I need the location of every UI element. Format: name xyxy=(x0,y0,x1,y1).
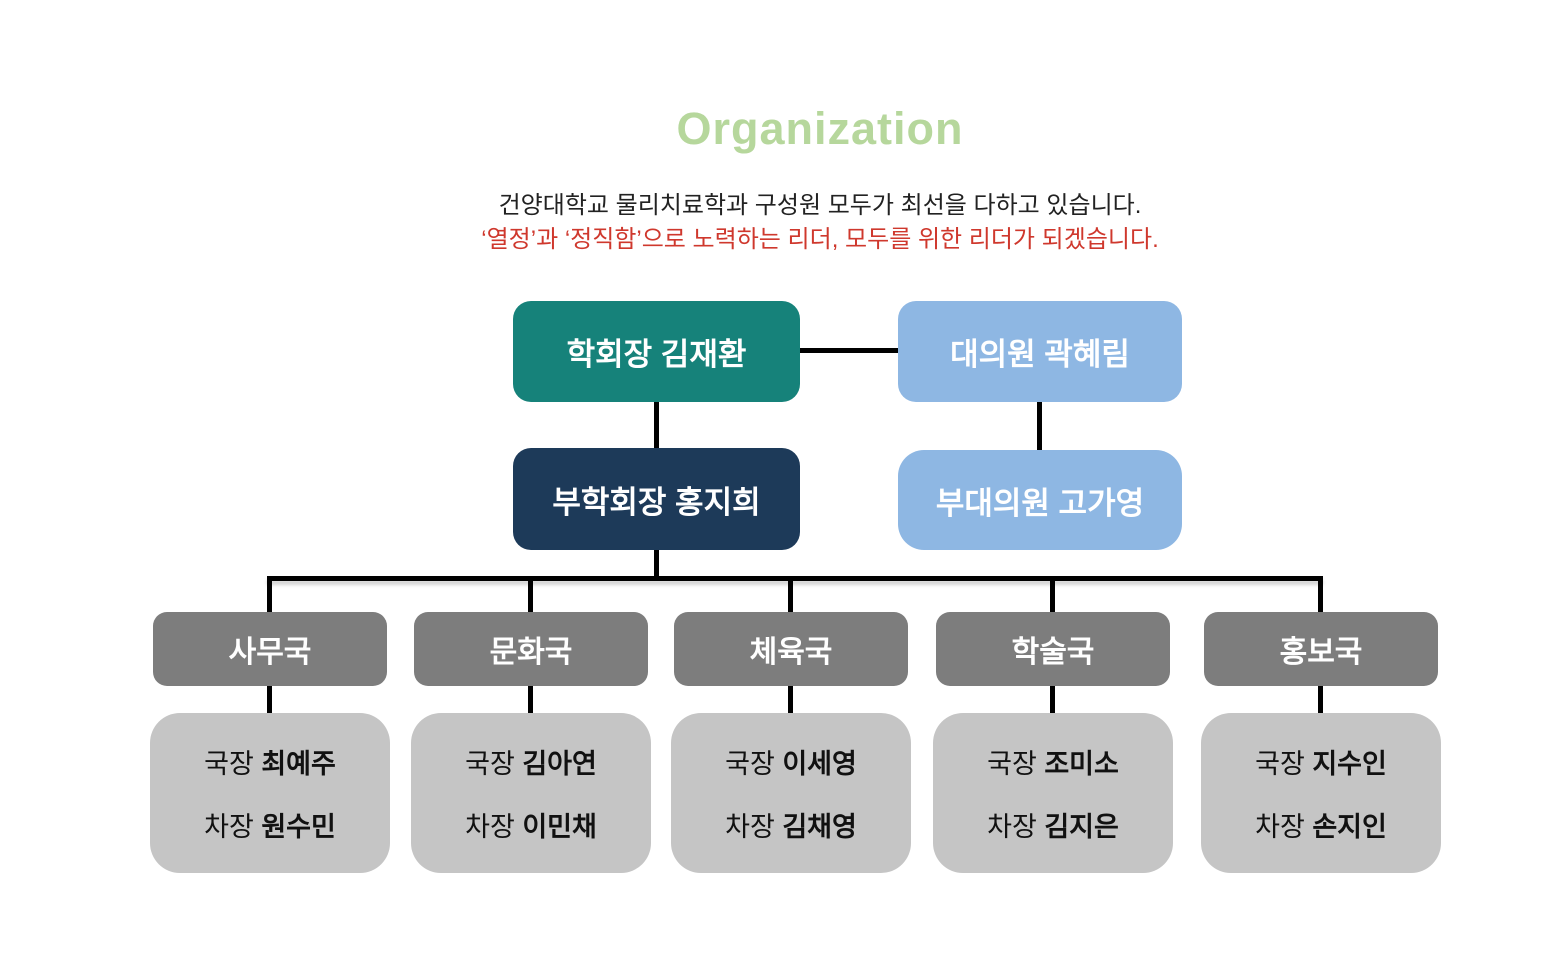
vice-president-label: 부학회장 홍지희 xyxy=(552,484,761,520)
president-label: 학회장 김재환 xyxy=(566,337,747,372)
deputy-name: 손지인 xyxy=(1312,812,1387,842)
department-box-5: 홍보국 xyxy=(1204,612,1438,686)
connector-bus-dept-4 xyxy=(1050,576,1055,612)
members-box-2: 국장 김아연 차장 이민채 xyxy=(411,713,651,873)
department-box-1: 사무국 xyxy=(153,612,387,686)
connector-vicepresident-bus xyxy=(654,550,659,578)
director-row: 국장 조미소 xyxy=(987,742,1119,781)
deputy-name: 김채영 xyxy=(782,812,857,842)
connector-bus-dept-2 xyxy=(528,576,533,612)
connector-dept-members-1 xyxy=(267,686,272,713)
delegate-box: 대의원 곽혜림 xyxy=(898,301,1182,402)
department-label: 홍보국 xyxy=(1279,636,1363,669)
director-name: 지수인 xyxy=(1312,749,1387,779)
connector-president-delegate xyxy=(800,348,898,353)
director-role-label: 국장 xyxy=(204,749,254,779)
deputy-role-label: 차장 xyxy=(204,812,254,842)
connector-bus-dept-3 xyxy=(788,576,793,612)
deputy-row: 차장 김지은 xyxy=(987,805,1119,844)
org-subtitle: 건양대학교 물리치료학과 구성원 모두가 최선을 다하고 있습니다. xyxy=(498,192,1142,219)
connector-dept-members-3 xyxy=(788,686,793,713)
director-role-label: 국장 xyxy=(465,749,515,779)
director-role-label: 국장 xyxy=(1255,749,1305,779)
deputy-row: 차장 손지인 xyxy=(1255,805,1387,844)
deputy-name: 원수민 xyxy=(261,812,336,842)
director-name: 김아연 xyxy=(522,749,597,779)
connector-president-vicepresident xyxy=(654,402,659,448)
director-role-label: 국장 xyxy=(725,749,775,779)
deputy-name: 이민채 xyxy=(522,812,597,842)
members-box-4: 국장 조미소 차장 김지은 xyxy=(933,713,1173,873)
deputy-row: 차장 김채영 xyxy=(725,805,857,844)
vice-delegate-label: 부대의원 고가영 xyxy=(935,485,1145,521)
director-row: 국장 김아연 xyxy=(465,742,597,781)
deputy-row: 차장 이민채 xyxy=(465,805,597,844)
connector-bus-horizontal xyxy=(267,576,1323,581)
president-box: 학회장 김재환 xyxy=(513,301,800,402)
director-role-label: 국장 xyxy=(987,749,1037,779)
connector-dept-members-4 xyxy=(1050,686,1055,713)
department-label: 학술국 xyxy=(1011,636,1095,669)
director-row: 국장 이세영 xyxy=(725,742,857,781)
deputy-role-label: 차장 xyxy=(1255,812,1305,842)
director-name: 최예주 xyxy=(261,749,336,779)
page-title: Organization xyxy=(676,103,964,154)
director-row: 국장 지수인 xyxy=(1255,742,1387,781)
deputy-row: 차장 원수민 xyxy=(204,805,336,844)
members-box-1: 국장 최예주 차장 원수민 xyxy=(150,713,390,873)
connector-dept-members-5 xyxy=(1318,686,1323,713)
vice-president-box: 부학회장 홍지희 xyxy=(513,448,800,550)
deputy-name: 김지은 xyxy=(1044,812,1119,842)
connector-delegate-vicedelegate xyxy=(1037,402,1042,450)
department-label: 문화국 xyxy=(489,636,573,669)
members-box-5: 국장 지수인 차장 손지인 xyxy=(1201,713,1441,873)
director-name: 조미소 xyxy=(1044,749,1119,779)
deputy-role-label: 차장 xyxy=(465,812,515,842)
org-motto: ‘열정’과 ‘정직함’으로 노력하는 리더, 모두를 위한 리더가 되겠습니다. xyxy=(481,226,1159,253)
department-box-3: 체육국 xyxy=(674,612,908,686)
connector-bus-dept-5 xyxy=(1318,576,1323,612)
connector-dept-members-2 xyxy=(528,686,533,713)
deputy-role-label: 차장 xyxy=(725,812,775,842)
department-box-4: 학술국 xyxy=(936,612,1170,686)
connector-bus-dept-1 xyxy=(267,576,272,612)
director-name: 이세영 xyxy=(782,749,857,779)
director-row: 국장 최예주 xyxy=(204,742,336,781)
vice-delegate-box: 부대의원 고가영 xyxy=(898,450,1182,550)
department-label: 체육국 xyxy=(749,636,833,669)
department-box-2: 문화국 xyxy=(414,612,648,686)
delegate-label: 대의원 곽혜림 xyxy=(950,337,1130,372)
department-label: 사무국 xyxy=(228,636,312,669)
deputy-role-label: 차장 xyxy=(987,812,1037,842)
members-box-3: 국장 이세영 차장 김채영 xyxy=(671,713,911,873)
